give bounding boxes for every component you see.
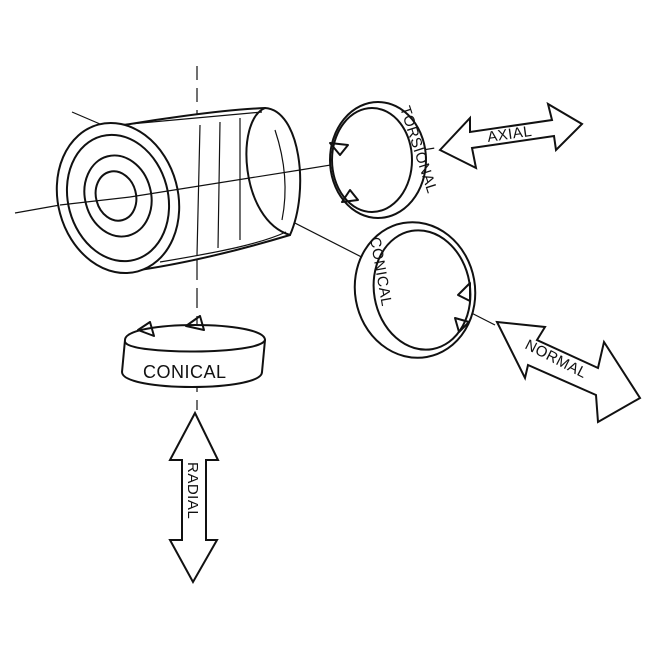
conical-ring-bottom: CONICAL [120, 315, 267, 388]
radial-arrow: RADIAL [168, 410, 220, 585]
radial-label: RADIAL [184, 462, 201, 519]
conical-bottom-label: CONICAL [143, 362, 227, 382]
normal-arrow: NORMAL [495, 320, 642, 424]
conical-ring-right: CONICAL [353, 221, 477, 359]
cylinder [55, 106, 302, 275]
axial-label: AXIAL [486, 123, 533, 146]
torsional-ring: TORSIONAL [329, 101, 440, 219]
axial-arrow: AXIAL [438, 101, 584, 170]
